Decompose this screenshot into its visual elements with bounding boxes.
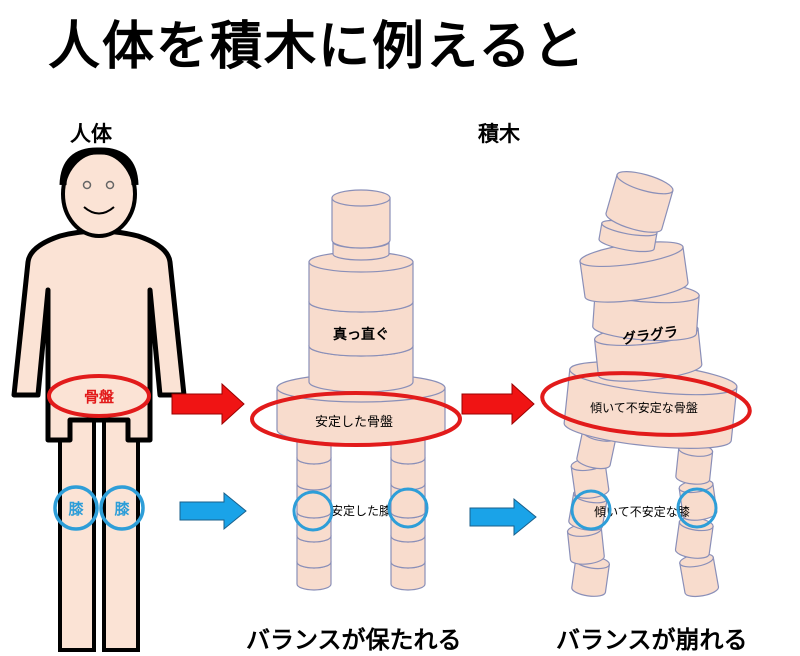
human-figure: 骨盤 膝 膝 bbox=[11, 147, 187, 652]
unstable-left-knee-highlight bbox=[570, 489, 612, 531]
stable-right-leg bbox=[390, 439, 426, 591]
hair bbox=[59, 147, 139, 186]
mouth bbox=[83, 206, 115, 215]
head bbox=[61, 150, 137, 238]
arrow-blue-2 bbox=[469, 497, 537, 537]
stable-left-knee-highlight bbox=[292, 490, 334, 532]
pelvis-highlight bbox=[47, 374, 151, 418]
stable-right-knee-highlight bbox=[387, 487, 429, 529]
stable-left-leg bbox=[296, 439, 332, 591]
unstable-pelvis-label: 傾いて不安定な骨盤 bbox=[590, 400, 698, 415]
arrow-blue-1 bbox=[179, 491, 247, 531]
left-knee-highlight bbox=[53, 485, 99, 531]
caption-balanced: バランスが保たれる bbox=[246, 626, 462, 654]
unstable-left-leg bbox=[566, 426, 617, 597]
stable-pelvis-highlight bbox=[250, 391, 462, 447]
stable-block-tower bbox=[276, 189, 446, 591]
right-knee-label: 膝 bbox=[114, 500, 130, 518]
right-eye bbox=[105, 180, 115, 190]
header-human: 人体 bbox=[70, 122, 112, 146]
unstable-pelvis-highlight bbox=[540, 371, 752, 437]
left-eye bbox=[82, 180, 92, 190]
arrow-red-1 bbox=[171, 382, 245, 426]
unstable-block-tower bbox=[563, 171, 738, 598]
stable-knee-label: 安定した膝 bbox=[331, 503, 391, 518]
torso bbox=[11, 228, 187, 443]
unstable-right-knee-highlight bbox=[676, 487, 718, 529]
page-title: 人体を積木に例えると bbox=[48, 17, 587, 77]
left-knee-label: 膝 bbox=[68, 500, 84, 518]
pelvis-label: 骨盤 bbox=[84, 388, 115, 406]
stable-pelvis-label: 安定した骨盤 bbox=[315, 415, 393, 430]
straight-label: 真っ直ぐ bbox=[333, 326, 389, 343]
caption-collapsed: バランスが崩れる bbox=[556, 626, 748, 654]
right-knee-highlight bbox=[99, 485, 145, 531]
header-blocks: 積木 bbox=[478, 122, 520, 146]
unstable-knee-label: 傾いて不安定な膝 bbox=[594, 504, 690, 519]
arrow-red-2 bbox=[461, 382, 535, 426]
